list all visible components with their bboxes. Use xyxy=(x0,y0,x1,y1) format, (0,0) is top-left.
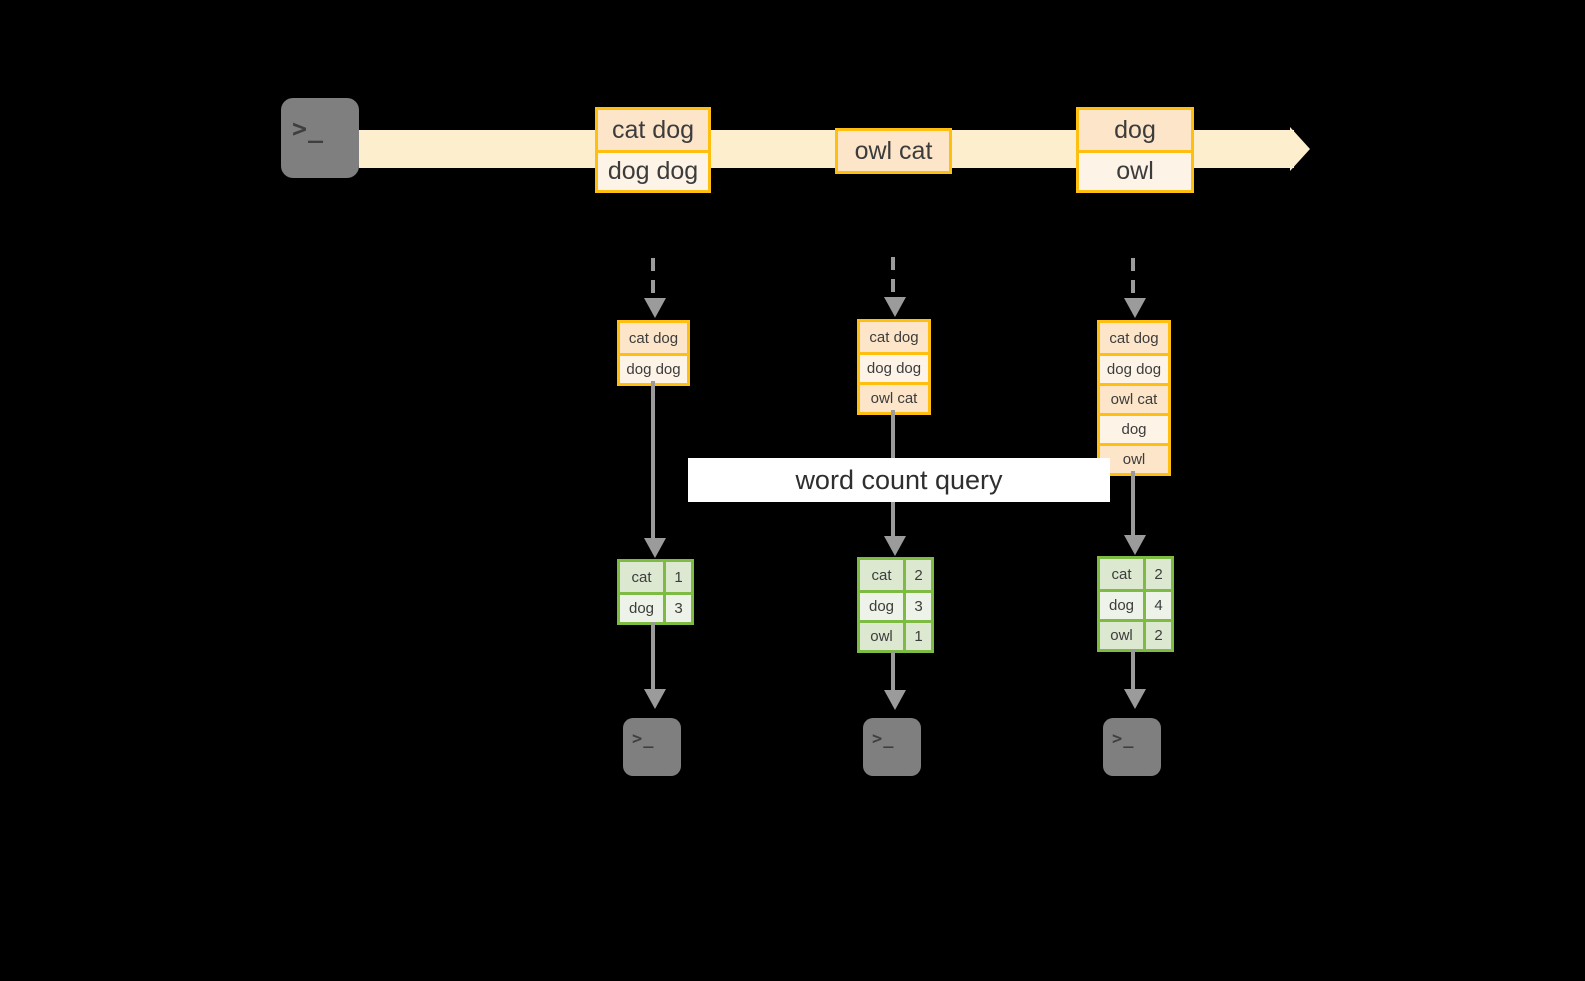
result-word: cat xyxy=(1100,559,1146,589)
table-row: owl 1 xyxy=(860,620,931,650)
stream-record-3: dog owl xyxy=(1076,107,1194,193)
snapshot-input-line: dog dog xyxy=(620,353,687,383)
snapshot-input-line: dog dog xyxy=(860,352,928,382)
sink-connector-1 xyxy=(651,622,655,692)
snapshot-dashed-arrowhead-1 xyxy=(644,298,666,318)
snapshot-input-line: owl cat xyxy=(860,382,928,412)
sink-connector-3 xyxy=(1131,650,1135,692)
snapshot-input-line: owl cat xyxy=(1100,383,1168,413)
query-connector-1 xyxy=(651,381,655,541)
result-table-3: cat 2 dog 4 owl 2 xyxy=(1097,556,1174,652)
sink-terminal-3: >_ xyxy=(1094,709,1170,785)
result-word: cat xyxy=(860,560,906,590)
stream-arrow-head-icon xyxy=(1290,127,1310,171)
result-count: 4 xyxy=(1146,592,1171,619)
terminal-prompt-glyph: >_ xyxy=(872,729,895,749)
sink-terminal-2: >_ xyxy=(854,709,930,785)
query-arrowhead-3 xyxy=(1124,535,1146,555)
snapshot-dashed-connector-2 xyxy=(891,257,895,301)
table-row: dog 3 xyxy=(620,592,691,622)
sink-connector-2 xyxy=(891,651,895,693)
result-table-2: cat 2 dog 3 owl 1 xyxy=(857,557,934,653)
snapshot-input-line: cat dog xyxy=(860,322,928,352)
stream-record-2: owl cat xyxy=(835,128,952,174)
stream-record-line: dog xyxy=(1079,110,1191,150)
terminal-prompt-glyph: >_ xyxy=(1112,729,1135,749)
query-connector-3 xyxy=(1131,471,1135,539)
snapshot-input-line: dog dog xyxy=(1100,353,1168,383)
sink-terminal-1: >_ xyxy=(614,709,690,785)
snapshot-dashed-connector-1 xyxy=(651,258,655,302)
terminal-prompt-glyph: >_ xyxy=(292,114,325,143)
stream-record-line: owl xyxy=(1079,150,1191,190)
snapshot-dashed-arrowhead-3 xyxy=(1124,298,1146,318)
snapshot-dashed-arrowhead-2 xyxy=(884,297,906,317)
snapshot-input-1: cat dog dog dog xyxy=(617,320,690,386)
snapshot-input-line: owl xyxy=(1100,443,1168,473)
result-word: dog xyxy=(620,595,666,622)
table-row: dog 4 xyxy=(1100,589,1171,619)
result-count: 2 xyxy=(1146,559,1171,589)
query-label: word count query xyxy=(688,458,1110,502)
query-arrowhead-1 xyxy=(644,538,666,558)
result-count: 2 xyxy=(906,560,931,590)
snapshot-input-line: dog xyxy=(1100,413,1168,443)
query-arrowhead-2 xyxy=(884,536,906,556)
sink-arrowhead-1 xyxy=(644,689,666,709)
stream-record-1: cat dog dog dog xyxy=(595,107,711,193)
table-row: cat 2 xyxy=(1100,559,1171,589)
terminal-prompt-glyph: >_ xyxy=(632,729,655,749)
source-terminal-icon: >_ xyxy=(270,87,370,189)
result-word: dog xyxy=(1100,592,1146,619)
snapshot-input-2: cat dog dog dog owl cat xyxy=(857,319,931,415)
table-row: dog 3 xyxy=(860,590,931,620)
result-count: 1 xyxy=(906,623,931,650)
stream-record-line: cat dog xyxy=(598,110,708,150)
snapshot-dashed-connector-3 xyxy=(1131,258,1135,302)
result-word: owl xyxy=(1100,622,1146,649)
snapshot-input-line: cat dog xyxy=(620,323,687,353)
stream-record-line: owl cat xyxy=(838,131,949,171)
snapshot-input-line: cat dog xyxy=(1100,323,1168,353)
sink-arrowhead-3 xyxy=(1124,689,1146,709)
sink-arrowhead-2 xyxy=(884,690,906,710)
result-table-1: cat 1 dog 3 xyxy=(617,559,694,625)
result-word: owl xyxy=(860,623,906,650)
result-count: 3 xyxy=(666,595,691,622)
result-word: dog xyxy=(860,593,906,620)
result-count: 1 xyxy=(666,562,691,592)
table-row: cat 2 xyxy=(860,560,931,590)
table-row: cat 1 xyxy=(620,562,691,592)
result-count: 2 xyxy=(1146,622,1171,649)
table-row: owl 2 xyxy=(1100,619,1171,649)
result-count: 3 xyxy=(906,593,931,620)
result-word: cat xyxy=(620,562,666,592)
stream-record-line: dog dog xyxy=(598,150,708,190)
snapshot-input-3: cat dog dog dog owl cat dog owl xyxy=(1097,320,1171,476)
